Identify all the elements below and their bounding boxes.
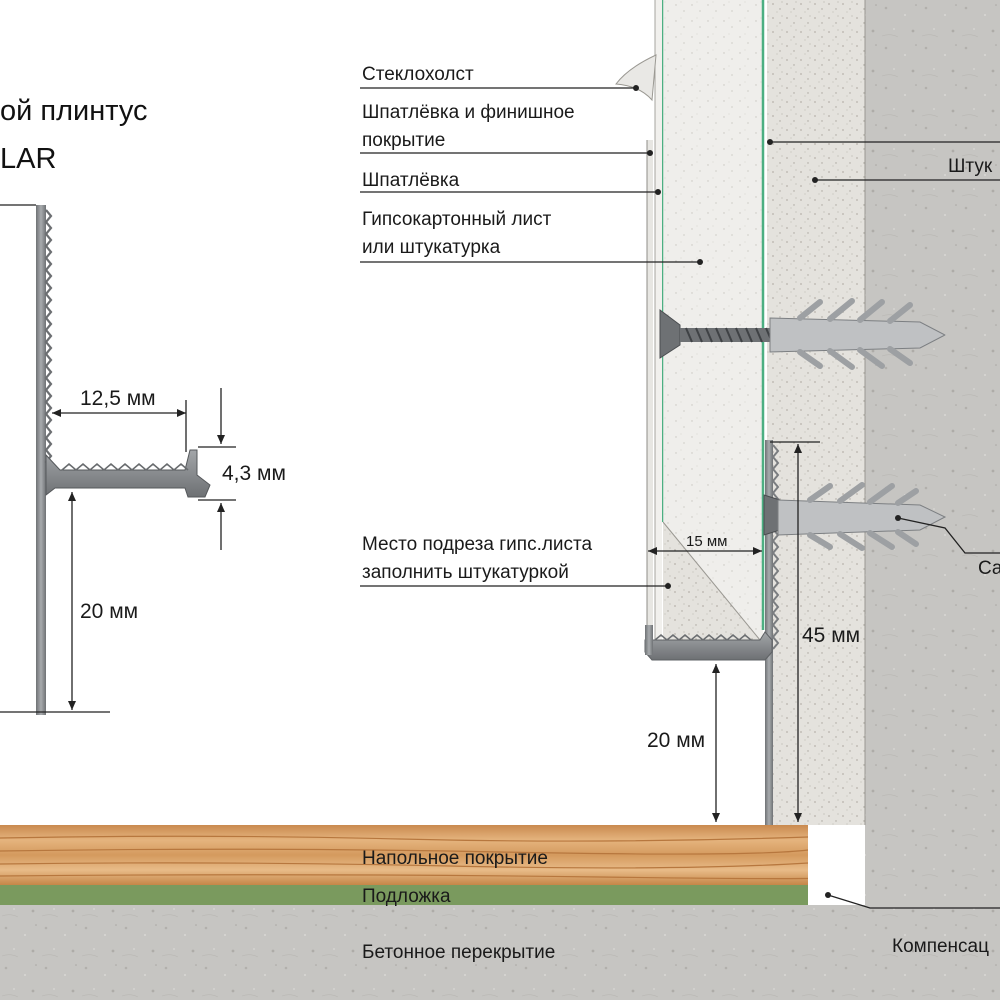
compensation-gap <box>808 825 865 905</box>
label-floor-covering: Напольное покрытие <box>362 848 548 869</box>
label-putty-finish-2: покрытие <box>362 130 445 151</box>
title-line-1: ой плинтус <box>0 95 148 127</box>
dowel-screw-upper <box>659 298 947 370</box>
label-putty-finish-1: Шпатлёвка и финишное <box>362 102 575 123</box>
putty-layer <box>655 0 662 640</box>
dim-label-45: 45 мм <box>802 624 860 647</box>
dim-label-4-3: 4,3 мм <box>222 462 286 485</box>
dim-label-20-right: 20 мм <box>647 729 705 752</box>
leader-lines <box>360 85 1000 909</box>
fiberglass-flap <box>615 54 657 102</box>
label-dowel-right: Са <box>978 558 1000 579</box>
label-compensator-right: Компенсац <box>892 936 989 957</box>
label-plaster-right: Штук <box>948 156 993 177</box>
finish-layer <box>647 140 653 640</box>
dim-label-12-5: 12,5 мм <box>80 387 156 410</box>
label-drywall-2: или штукатурка <box>362 237 501 258</box>
label-drywall-1: Гипсокартонный лист <box>362 209 552 230</box>
dim-label-15: 15 мм <box>686 533 727 550</box>
dim-label-20-left: 20 мм <box>80 600 138 623</box>
label-concrete-slab: Бетонное перекрытие <box>362 942 555 963</box>
dowel-screw-lower <box>763 482 947 551</box>
baseboard-profile-right <box>644 440 780 825</box>
baseboard-profile-left <box>36 205 211 715</box>
plaster-layer <box>767 0 865 825</box>
drywall-sheet <box>663 0 763 640</box>
label-putty: Шпатлёвка <box>362 170 460 191</box>
underlay <box>0 885 808 905</box>
label-underlay: Подложка <box>362 886 451 907</box>
concrete-slab <box>0 905 1000 1000</box>
concrete-wall <box>865 0 1000 1000</box>
label-fiberglass: Стеклохолст <box>362 64 474 85</box>
label-cut-2: заполнить штукатуркой <box>362 562 569 583</box>
title-line-2: LAR <box>0 143 56 175</box>
label-cut-1: Место подреза гипс.листа <box>362 534 593 555</box>
